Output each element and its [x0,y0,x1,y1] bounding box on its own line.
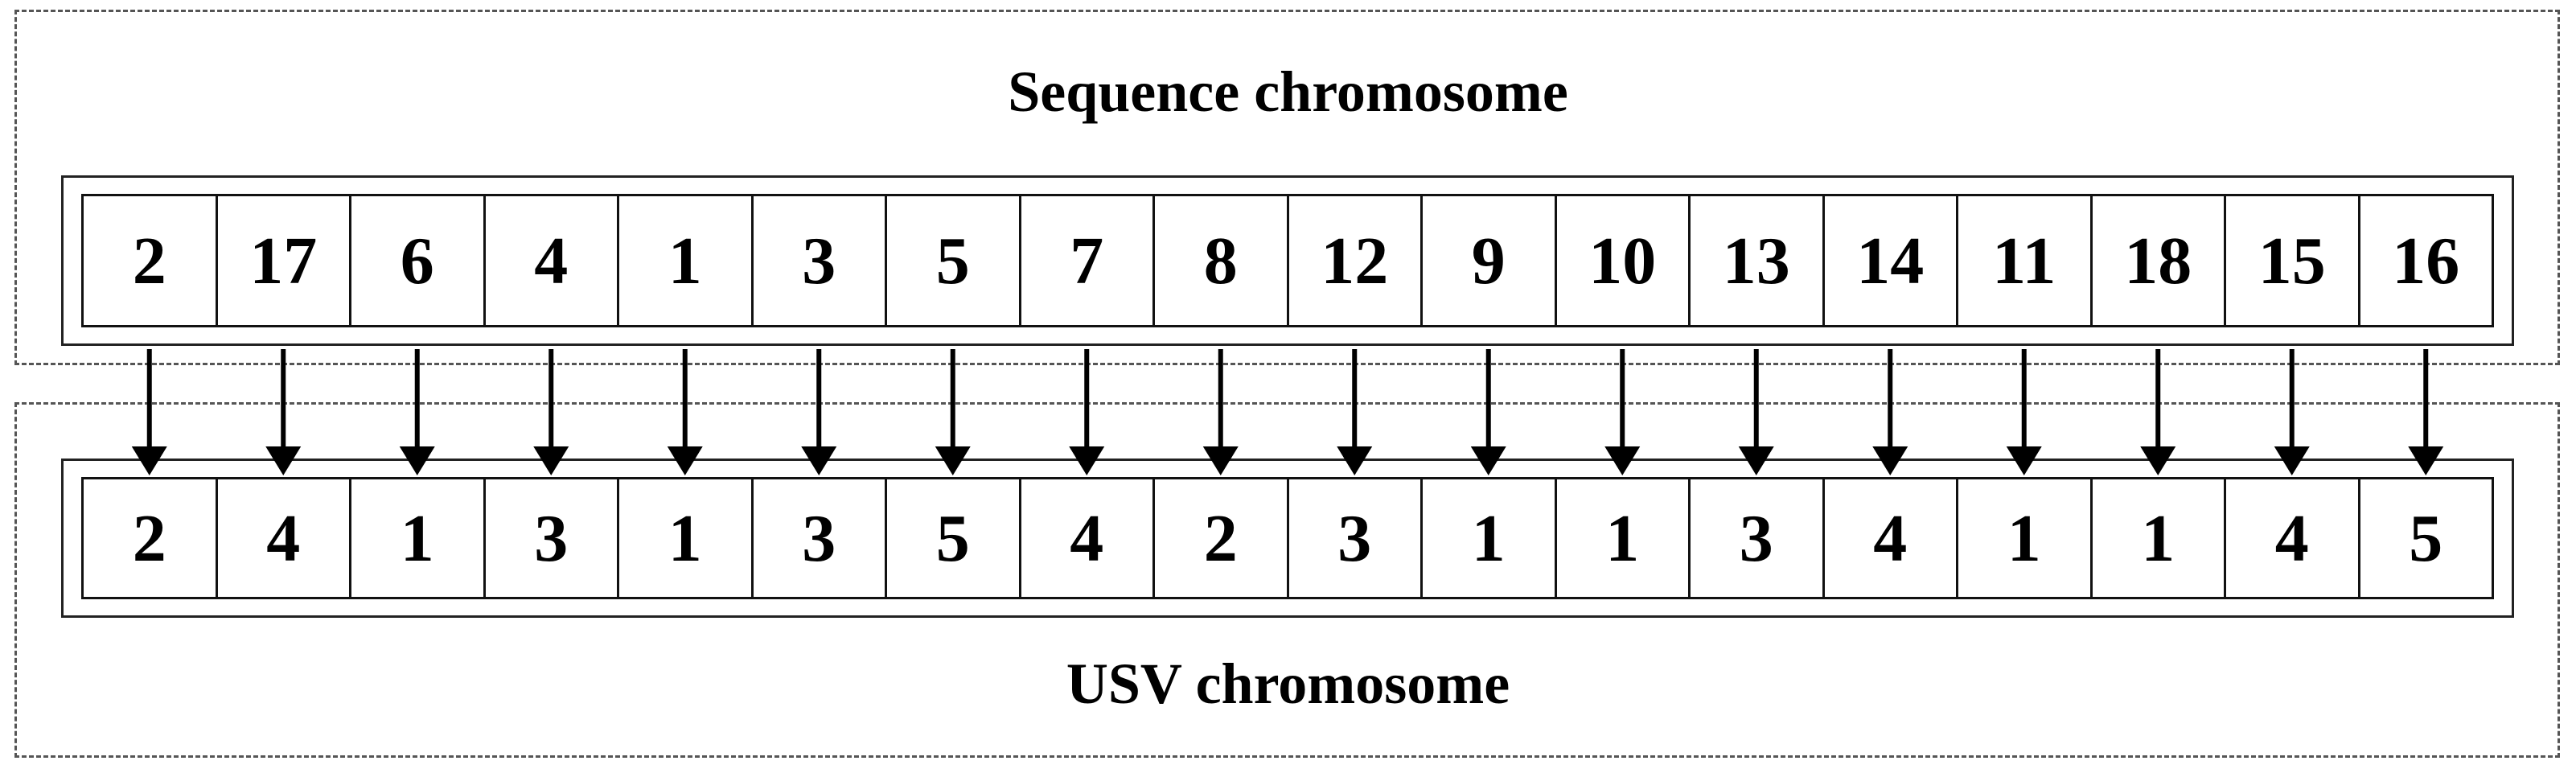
sequence-gene-cell: 17 [215,194,351,327]
usv-gene-cell: 1 [2089,477,2226,599]
sequence-gene-cell: 3 [750,194,887,327]
usv-gene-cell: 4 [2224,477,2360,599]
sequence-gene-cell: 8 [1152,194,1289,327]
usv-gene-cell: 3 [1286,477,1423,599]
sequence-gene-cell: 9 [1420,194,1557,327]
usv-gene-cell: 1 [1554,477,1691,599]
sequence-gene-cell: 11 [1956,194,2093,327]
usv-gene-cell: 1 [349,477,486,599]
sequence-gene-cell: 2 [81,194,218,327]
sequence-chromosome-title: Sequence chromosome [1008,60,1568,124]
sequence-gene-cell: 15 [2224,194,2360,327]
sequence-gene-cell: 6 [349,194,486,327]
usv-chromosome-panel [14,402,2560,758]
usv-gene-cell: 2 [81,477,218,599]
usv-gene-cell: 1 [1956,477,2093,599]
usv-chromosome-title: USV chromosome [1066,652,1510,716]
usv-gene-cell: 5 [885,477,1021,599]
sequence-chromosome-panel [14,10,2560,365]
usv-gene-cell: 4 [215,477,351,599]
usv-gene-cell: 1 [617,477,754,599]
sequence-gene-cell: 18 [2089,194,2226,327]
sequence-gene-cell: 5 [885,194,1021,327]
usv-gene-cell: 3 [750,477,887,599]
sequence-gene-cell: 12 [1286,194,1423,327]
usv-gene-cell: 5 [2357,477,2494,599]
usv-gene-cell: 3 [1688,477,1825,599]
sequence-gene-cell: 13 [1688,194,1825,327]
usv-gene-cell: 2 [1152,477,1289,599]
usv-gene-cell: 3 [483,477,619,599]
usv-gene-cell: 1 [1420,477,1557,599]
sequence-gene-cell: 4 [483,194,619,327]
usv-gene-cell: 4 [1822,477,1958,599]
sequence-gene-cell: 16 [2357,194,2494,327]
sequence-gene-cell: 1 [617,194,754,327]
usv-gene-cell: 4 [1018,477,1155,599]
sequence-gene-cell: 10 [1554,194,1691,327]
sequence-gene-cell: 14 [1822,194,1958,327]
sequence-gene-cell: 7 [1018,194,1155,327]
